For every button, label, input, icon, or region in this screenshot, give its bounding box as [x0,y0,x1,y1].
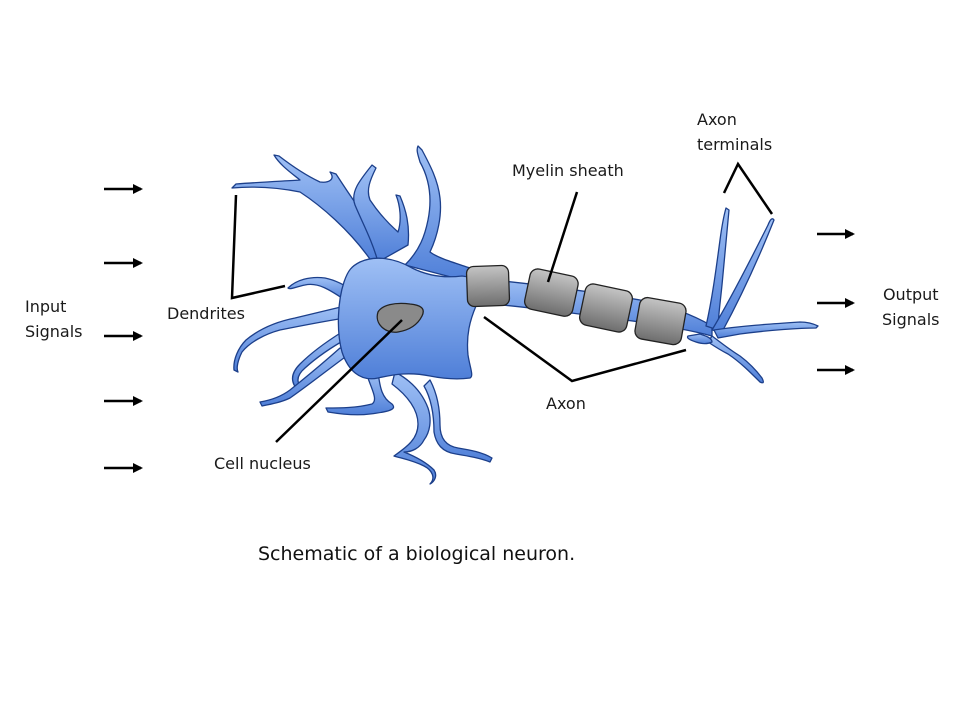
output-arrows [817,229,855,375]
myelin-sheath-text: Myelin sheath [512,161,624,180]
axon-label: Axon [546,391,586,416]
myelin-sheath-pointer [546,191,579,283]
myelin-sheath [465,264,687,346]
axon-terminal [707,335,764,384]
myelin-sheath-label: Myelin sheath [512,158,624,183]
dendrite [404,145,471,283]
myelin-segment [578,283,634,333]
dendrites-text: Dendrites [167,304,245,323]
axon-terminal [686,333,713,345]
axon-terminals-label: Axon terminals [697,107,772,157]
dendrites-pointer [230,194,286,300]
myelin-segment [634,296,687,346]
figure-caption: Schematic of a biological neuron. [258,543,576,565]
dendrite [391,371,437,485]
dendrite [231,154,389,263]
dendrite [423,379,493,463]
axon-terminals-line2: terminals [697,135,773,154]
axon-terminal [711,218,775,333]
output-signals-line1: Output [882,285,939,304]
dendrites-label: Dendrites [167,301,245,326]
input-signals-line2: Signals [25,322,83,341]
dendrite [325,371,395,416]
dendrite [353,164,410,263]
cell-nucleus-text: Cell nucleus [214,454,311,473]
axon-terminal [705,207,730,331]
neuron [231,145,819,485]
axon-text: Axon [546,394,586,413]
output-signals-label: Output Signals [882,282,939,332]
cell-nucleus-label: Cell nucleus [214,451,311,476]
axon-pointer [483,315,687,383]
dendrite [287,276,356,301]
axon-terminals-line1: Axon [697,110,737,129]
axon-terminals-pointer [722,161,774,215]
pointer-lines [230,161,774,443]
dendrite [233,305,346,373]
input-signals-line1: Input [25,297,67,316]
cell-nucleus [376,302,424,333]
input-signals-label: Input Signals [25,294,82,344]
myelin-segment [465,264,511,308]
cell-nucleus-pointer [275,319,403,443]
axon-terminal [713,321,819,339]
input-arrows [104,184,143,473]
dendrite [259,347,353,407]
myelin-segment [523,268,579,317]
output-signals-line2: Signals [882,310,940,329]
